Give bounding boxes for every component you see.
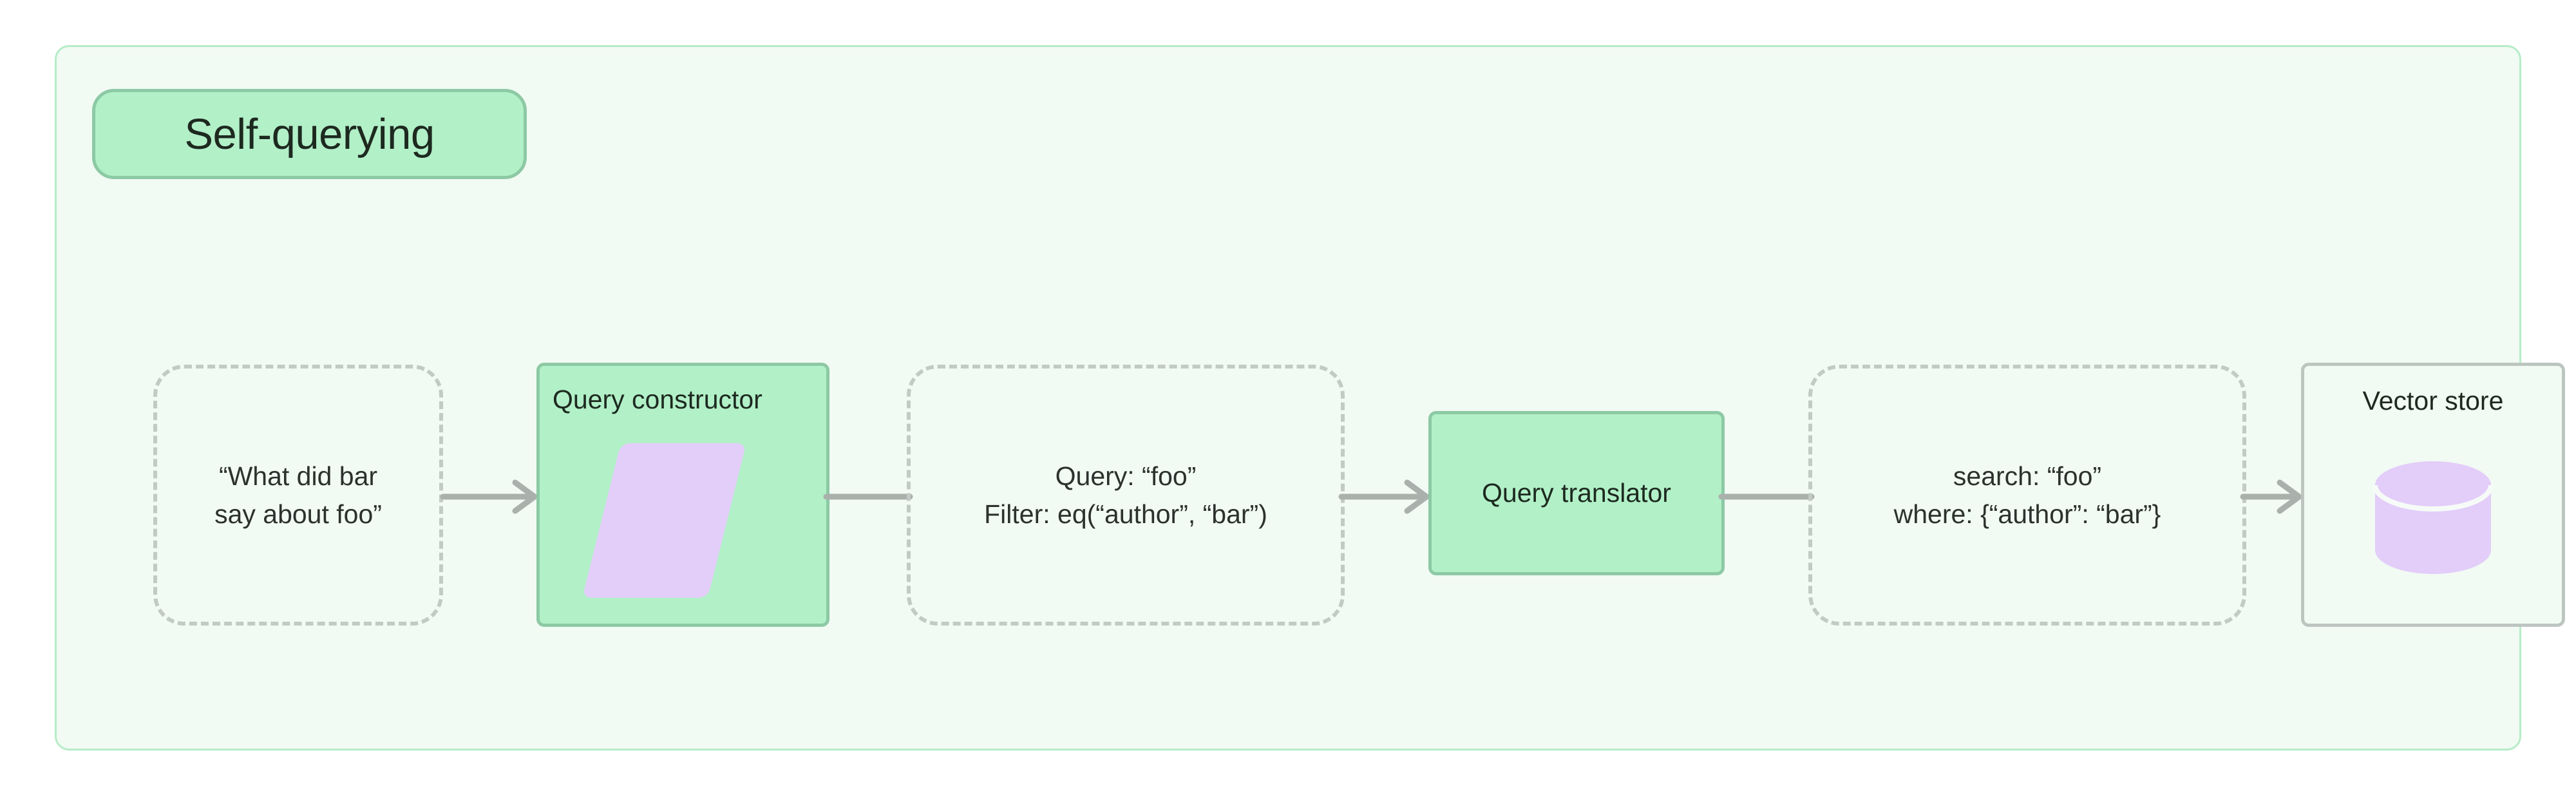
flow-row: “What did bar say about foo” Query const… xyxy=(57,305,2565,627)
node-structured-query-line-1: Query: “foo” xyxy=(1055,461,1197,492)
node-user-question[interactable]: “What did bar say about foo” xyxy=(153,365,443,626)
database-cylinder-icon xyxy=(2372,461,2494,574)
diagram-canvas: Self-querying “What did bar say about fo… xyxy=(55,45,2565,751)
node-structured-query-line-2: Filter: eq(“author”, “bar”) xyxy=(984,499,1267,529)
node-translated-query[interactable]: search: “foo” where: {“author”: “bar”} xyxy=(1808,365,2246,626)
diagram-title-badge: Self-querying xyxy=(92,89,527,179)
node-user-question-line-2: say about foo” xyxy=(214,499,382,529)
node-structured-query[interactable]: Query: “foo” Filter: eq(“author”, “bar”) xyxy=(907,365,1345,626)
node-translated-query-line-2: where: {“author”: “bar”} xyxy=(1893,499,2161,529)
arrow-query-translator-to-translated-query xyxy=(1718,479,1815,515)
arrow-translated-query-to-vector-store xyxy=(2240,479,2304,515)
node-query-translator-label: Query translator xyxy=(1482,477,1671,508)
arrow-user-question-to-query-constructor xyxy=(440,479,540,515)
parallelogram-icon xyxy=(582,443,746,598)
node-query-constructor-label: Query constructor xyxy=(553,385,762,414)
node-vector-store-label: Vector store xyxy=(2362,386,2504,416)
node-vector-store[interactable]: Vector store xyxy=(2301,363,2565,627)
arrow-query-constructor-to-structured-query xyxy=(823,479,913,515)
arrow-structured-query-to-query-translator xyxy=(1338,479,1432,515)
node-translated-query-line-1: search: “foo” xyxy=(1953,461,2102,492)
node-user-question-line-1: “What did bar xyxy=(218,461,378,492)
node-query-constructor[interactable]: Query constructor xyxy=(536,363,829,627)
page-title: Self-querying xyxy=(184,110,435,158)
node-query-translator[interactable]: Query translator xyxy=(1428,411,1725,575)
